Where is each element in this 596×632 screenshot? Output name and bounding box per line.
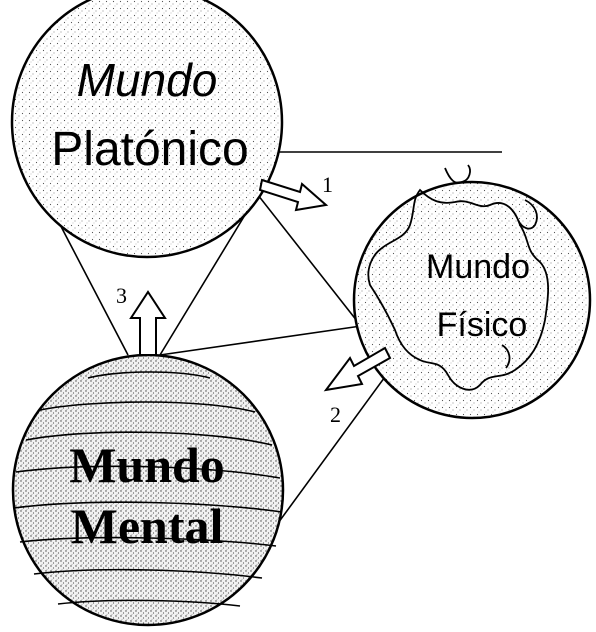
arrow-1-icon <box>258 178 329 212</box>
platonic-world-label-line2: Platónico <box>51 123 248 176</box>
mental-world-bands <box>13 371 283 607</box>
cone-line-mental-physical-bottom <box>261 369 391 546</box>
platonic-world-sphere <box>10 0 284 259</box>
arrow-mental-to-platonic: 3 <box>116 283 167 356</box>
platonic-world-label-line1: Mundo <box>77 54 218 106</box>
arrow-2-icon <box>323 346 392 392</box>
arrow-physical-to-mental: 2 <box>323 346 392 427</box>
physical-world-label-line2: Físico <box>437 306 528 344</box>
physical-world-label-line1: Mundo <box>426 248 530 286</box>
physical-world-sphere <box>352 180 592 420</box>
connector-lines <box>41 151 502 546</box>
mental-world-label-line2: Mental <box>71 498 224 554</box>
cone-line-platonic-mental-right <box>159 209 249 356</box>
continent-outlines <box>367 164 550 391</box>
platonic-world: Mundo Platónico <box>10 0 284 259</box>
arrow-3-number: 3 <box>116 283 127 308</box>
mental-world: Mundo Mental <box>11 353 285 627</box>
cone-line-mental-physical-top <box>159 324 369 356</box>
physical-world: Mundo Físico <box>352 164 592 420</box>
cone-line-platonic-physical-bottom <box>253 189 373 341</box>
mental-world-label-line1: Mundo <box>69 437 225 493</box>
arrow-platonic-to-physical: 1 <box>258 172 333 212</box>
arrow-2-number: 2 <box>330 402 341 427</box>
arrow-1-number: 1 <box>322 172 333 197</box>
arrow-3-icon <box>129 290 167 356</box>
